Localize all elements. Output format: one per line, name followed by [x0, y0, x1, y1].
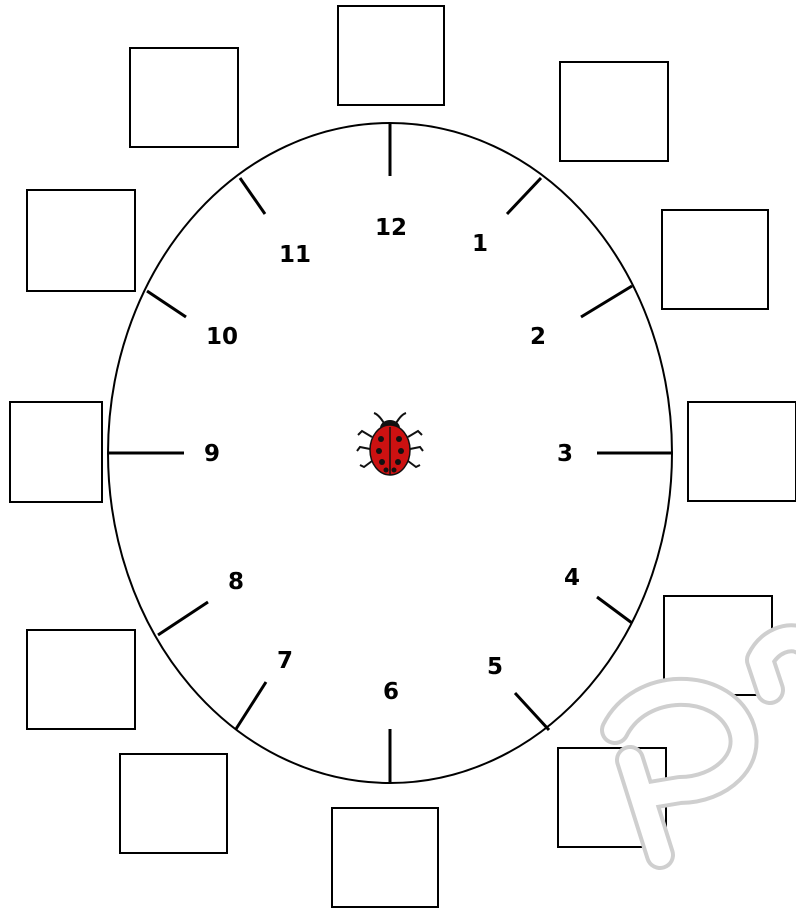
answer-box-6[interactable] [332, 808, 438, 907]
answer-box-12[interactable] [338, 6, 444, 105]
answer-box-3[interactable] [688, 402, 796, 501]
hour-label-5: 5 [487, 654, 503, 680]
hour-label-4: 4 [564, 565, 580, 591]
hour-label-6: 6 [383, 679, 399, 705]
hour-label-3: 3 [557, 441, 573, 467]
answer-box-2[interactable] [662, 210, 768, 309]
hour-label-2: 2 [530, 324, 546, 350]
hour-label-8: 8 [228, 569, 244, 595]
hour-label-11: 11 [279, 242, 311, 268]
hour-label-7: 7 [277, 648, 293, 674]
hour-label-9: 9 [204, 441, 220, 467]
answer-box-11[interactable] [130, 48, 238, 147]
answer-box-7[interactable] [120, 754, 227, 853]
answer-box-8[interactable] [27, 630, 135, 729]
answer-box-10[interactable] [27, 190, 135, 291]
hour-label-10: 10 [206, 324, 238, 350]
hour-label-1: 1 [472, 231, 488, 257]
answer-box-1[interactable] [560, 62, 668, 161]
answer-box-9[interactable] [10, 402, 102, 502]
hour-label-12: 12 [375, 215, 407, 241]
